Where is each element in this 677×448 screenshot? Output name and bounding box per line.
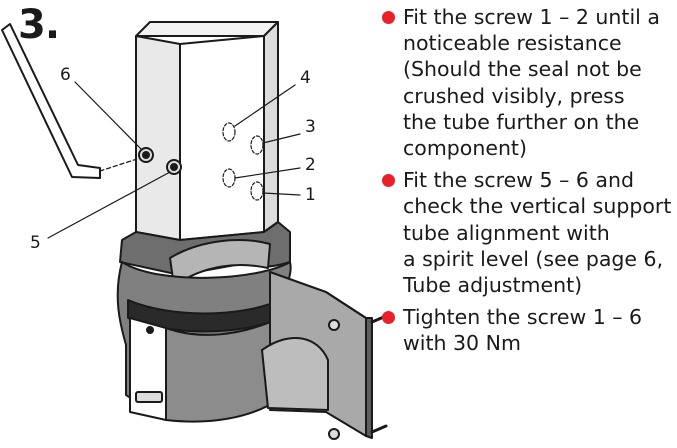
instruction-line: tube alignment with <box>403 220 610 245</box>
instruction-item: Tighten the screw 1 – 6 with 30 Nm <box>380 304 676 356</box>
callout-3: 3 <box>305 117 316 137</box>
callout-4: 4 <box>300 68 311 88</box>
instruction-line: Tube adjustment) <box>403 273 583 298</box>
red-dot-icon <box>382 174 395 188</box>
instruction-list: Fit the screw 1 – 2 until a noticeable r… <box>380 4 676 363</box>
instruction-line: check the vertical support <box>403 194 672 219</box>
instruction-line: component) <box>403 136 527 161</box>
wall-bracket <box>261 271 388 440</box>
callout-6: 6 <box>60 65 71 85</box>
instruction-item: Fit the screw 1 – 2 until a noticeable r… <box>380 4 676 161</box>
instruction-line: the tube further on the <box>403 109 640 134</box>
screw-5 <box>166 159 182 175</box>
tube-collar <box>119 221 291 287</box>
instruction-line: a spirit level (see page 6, <box>403 246 664 271</box>
step-number: 3. <box>18 2 60 48</box>
instruction-line: with 30 Nm <box>403 331 521 356</box>
instruction-line: Fit the screw 5 – 6 and <box>403 168 634 193</box>
red-dot-icon <box>382 11 395 24</box>
mounting-illustration: 1 2 3 4 5 6 <box>1 21 388 440</box>
callout-2: 2 <box>305 155 316 175</box>
housing-body <box>116 261 292 423</box>
callout-1: 1 <box>305 185 316 205</box>
support-tube <box>135 21 279 241</box>
instruction-line: (Should the seal not be <box>403 57 642 82</box>
instruction-line: crushed visibly, press <box>403 83 625 108</box>
instruction-line: Tighten the screw 1 – 6 <box>403 305 643 330</box>
instruction-line: Fit the screw 1 – 2 until a <box>403 5 660 29</box>
instruction-item: Fit the screw 5 – 6 and check the vertic… <box>380 167 676 298</box>
screw-6 <box>138 147 154 163</box>
allen-key-icon <box>1 23 101 179</box>
callout-5: 5 <box>30 233 41 253</box>
instruction-line: noticeable resistance <box>403 31 622 56</box>
red-dot-icon <box>382 311 395 325</box>
